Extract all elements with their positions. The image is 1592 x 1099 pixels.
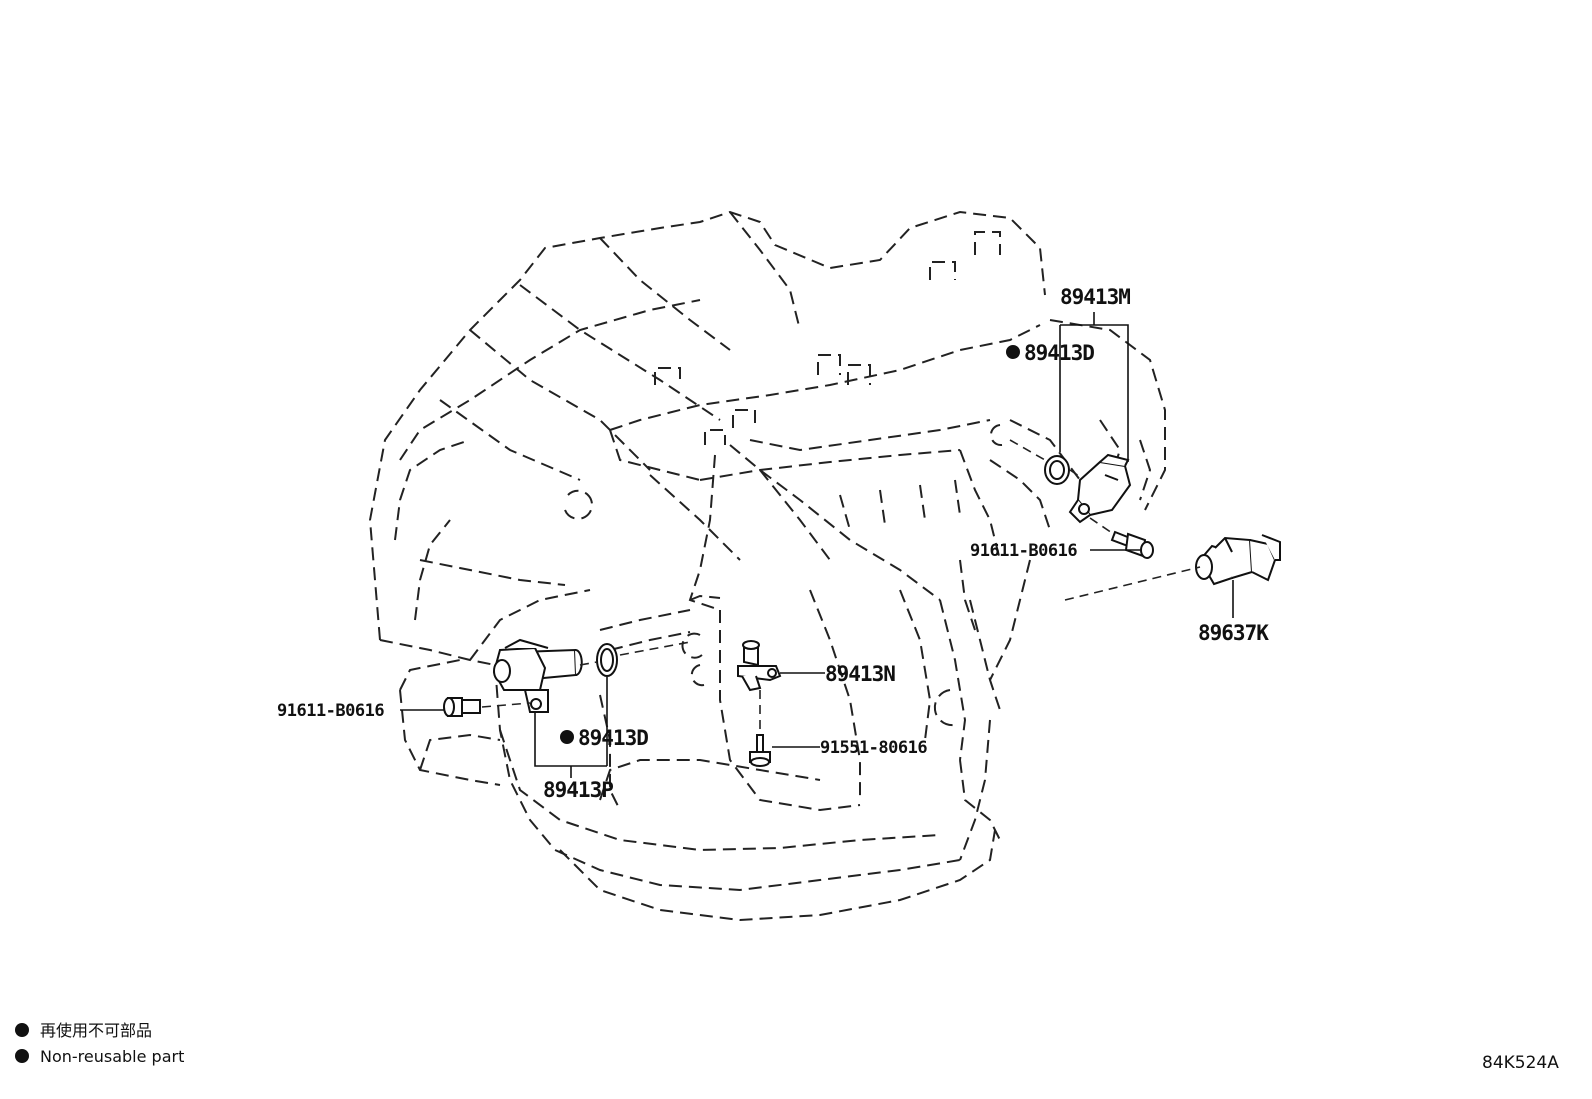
- reference-code: 84K524A: [1482, 1053, 1559, 1073]
- bolt-top-right: [1110, 530, 1154, 559]
- transmission-housing: [368, 210, 1166, 922]
- speed-sensor-top-right: [1068, 453, 1132, 524]
- label-89413N: 89413N: [825, 662, 895, 686]
- o-ring-left: [596, 643, 618, 677]
- pressure-switch: [1195, 534, 1281, 586]
- legend: 再使用不可部品 Non-reusable part: [15, 1021, 184, 1066]
- label-89637K: 89637K: [1198, 621, 1269, 645]
- o-ring-top-right: [1044, 455, 1070, 485]
- label-89413M: 89413M: [1060, 285, 1130, 309]
- label-91611-B0616-top: 91611-B0616: [970, 541, 1077, 561]
- legend-text-jp: 再使用不可部品: [40, 1021, 152, 1040]
- label-91611-B0616-left: 91611-B0616: [277, 701, 384, 721]
- label-89413D-top: 89413D: [1024, 341, 1094, 365]
- non-reusable-marker-top: [1006, 345, 1020, 359]
- legend-bullet-en: [15, 1049, 29, 1063]
- legend-text-en: Non-reusable part: [40, 1047, 184, 1066]
- speed-sensor-left: [492, 638, 583, 713]
- callouts: 89413M 89413D 91611-B0616 89637K 89413N …: [277, 285, 1270, 802]
- label-91551-80616: 91551-80616: [820, 738, 927, 758]
- label-89413P: 89413P: [543, 778, 613, 802]
- non-reusable-marker-left: [560, 730, 574, 744]
- leader-lines: [400, 312, 1234, 778]
- legend-bullet-jp: [15, 1023, 29, 1037]
- alignment-lines: [481, 439, 1201, 735]
- label-89413D-left: 89413D: [578, 726, 648, 750]
- bolt-center: [749, 734, 771, 767]
- bolt-left: [443, 697, 481, 717]
- speed-sensor-center: [737, 640, 782, 692]
